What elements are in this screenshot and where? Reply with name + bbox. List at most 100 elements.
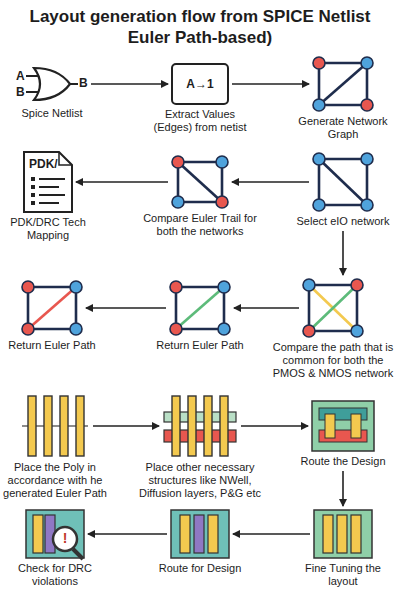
graph-edge — [319, 63, 367, 105]
flow-arrow — [232, 83, 309, 85]
layout-bar — [323, 515, 333, 553]
graph-edge — [309, 285, 357, 331]
step-label: Spice Netlist — [2, 107, 102, 120]
poly-bar — [76, 396, 84, 456]
graph-vertex — [216, 156, 228, 168]
step-icon — [20, 394, 90, 458]
graph-edge — [319, 159, 367, 205]
graph-vertex — [313, 153, 325, 165]
graph-vertex — [313, 57, 325, 69]
via-block — [351, 414, 361, 438]
graph-vertex — [361, 199, 373, 211]
layout-bar — [351, 515, 361, 553]
graph-vertex — [70, 281, 82, 293]
step-label: Return Euler Path — [2, 339, 102, 352]
graph-vertex — [22, 281, 34, 293]
graph-vertex — [216, 196, 228, 208]
diagram-title: Layout generation flow from SPICE Netlis… — [20, 6, 380, 48]
graph-edge — [319, 158, 367, 161]
graph-vertex — [361, 99, 373, 111]
step-label: Return Euler Path — [150, 339, 250, 352]
graph-edge — [28, 286, 76, 289]
text-line — [39, 186, 59, 188]
flow-arrow — [234, 307, 299, 309]
graph-edge — [309, 330, 357, 333]
graph-vertex — [303, 325, 315, 337]
step-label: Route for Design — [150, 562, 250, 575]
step-label: Place the Poly in accordance with he gen… — [2, 461, 108, 500]
graph-edge — [356, 285, 359, 331]
poly-bar — [60, 396, 68, 456]
graph-edge — [319, 104, 367, 107]
magnifier-lens — [53, 527, 77, 551]
flow-arrow — [342, 471, 344, 506]
via-block — [325, 414, 335, 438]
bullet — [31, 177, 35, 181]
step-label: Check for DRC violations — [5, 562, 105, 588]
document-icon — [24, 152, 72, 212]
value-box — [172, 64, 228, 104]
flow-arrow — [91, 83, 168, 85]
flow-arrow — [88, 533, 167, 535]
process-step: Generate Network Graph — [293, 56, 393, 141]
step-label: Compare Euler Trail for both the network… — [140, 212, 260, 238]
process-step: Check for DRC violations — [5, 509, 105, 588]
graph-edge — [176, 287, 224, 329]
step-icon — [312, 152, 374, 212]
graph-vertex — [303, 279, 315, 291]
step-label: Fine Tuning the layout — [298, 562, 388, 588]
graph-edge — [319, 62, 367, 65]
layout-ground — [312, 401, 374, 451]
step-label: PDK/DRC Tech Mapping — [6, 216, 90, 242]
graph-vertex — [170, 323, 182, 335]
bullet — [31, 201, 35, 205]
step-icon — [311, 400, 375, 452]
process-step: Route for Design — [150, 509, 250, 575]
process-step: Extract Values (Edges) from netist — [145, 63, 255, 134]
poly-bar — [204, 396, 212, 456]
poly-bar — [172, 396, 180, 456]
graph-vertex — [172, 156, 184, 168]
graph-edge — [309, 285, 357, 331]
step-label: Compare the path that is common for both… — [270, 341, 396, 380]
graph-edge — [309, 284, 357, 287]
layout-bar — [180, 515, 190, 553]
bullet — [31, 193, 35, 197]
graph-vertex — [218, 323, 230, 335]
process-step: Place the Poly in accordance with he gen… — [2, 394, 108, 500]
step-label: Place other necessary structures like NW… — [137, 461, 263, 500]
poly-bar — [28, 396, 36, 456]
graph-vertex — [313, 199, 325, 211]
bullet — [31, 185, 35, 189]
magnifier-handle — [73, 549, 83, 559]
step-icon — [21, 280, 83, 336]
step-label: Select eIO network — [288, 215, 398, 228]
graph-edge — [318, 159, 321, 205]
graph-vertex — [170, 281, 182, 293]
graph-edge — [176, 286, 224, 289]
page-fold — [59, 152, 72, 165]
graph-edge — [176, 328, 224, 331]
icon-label: A — [16, 69, 25, 83]
step-icon — [16, 64, 88, 104]
step-label: Generate Network Graph — [293, 115, 393, 141]
graph-vertex — [218, 281, 230, 293]
flow-arrow — [342, 231, 344, 275]
graph-vertex — [351, 325, 363, 337]
process-step: Return Euler Path — [150, 280, 250, 352]
graph-vertex — [361, 57, 373, 69]
process-step: Return Euler Path — [2, 280, 102, 352]
layout-bar — [194, 515, 204, 553]
step-label: Extract Values (Edges) from netist — [145, 108, 255, 134]
step-icon — [169, 280, 231, 336]
icon-label: PDK/ — [29, 157, 58, 171]
step-label: Route the Design — [293, 455, 393, 468]
flow-arrow — [232, 181, 309, 183]
text-line — [39, 202, 59, 204]
or-gate-symbol — [34, 68, 70, 100]
graph-vertex — [361, 153, 373, 165]
flow-arrow — [76, 181, 168, 183]
step-icon — [313, 509, 373, 559]
process-step: Route the Design — [293, 400, 393, 468]
flow-arrow — [241, 425, 308, 427]
